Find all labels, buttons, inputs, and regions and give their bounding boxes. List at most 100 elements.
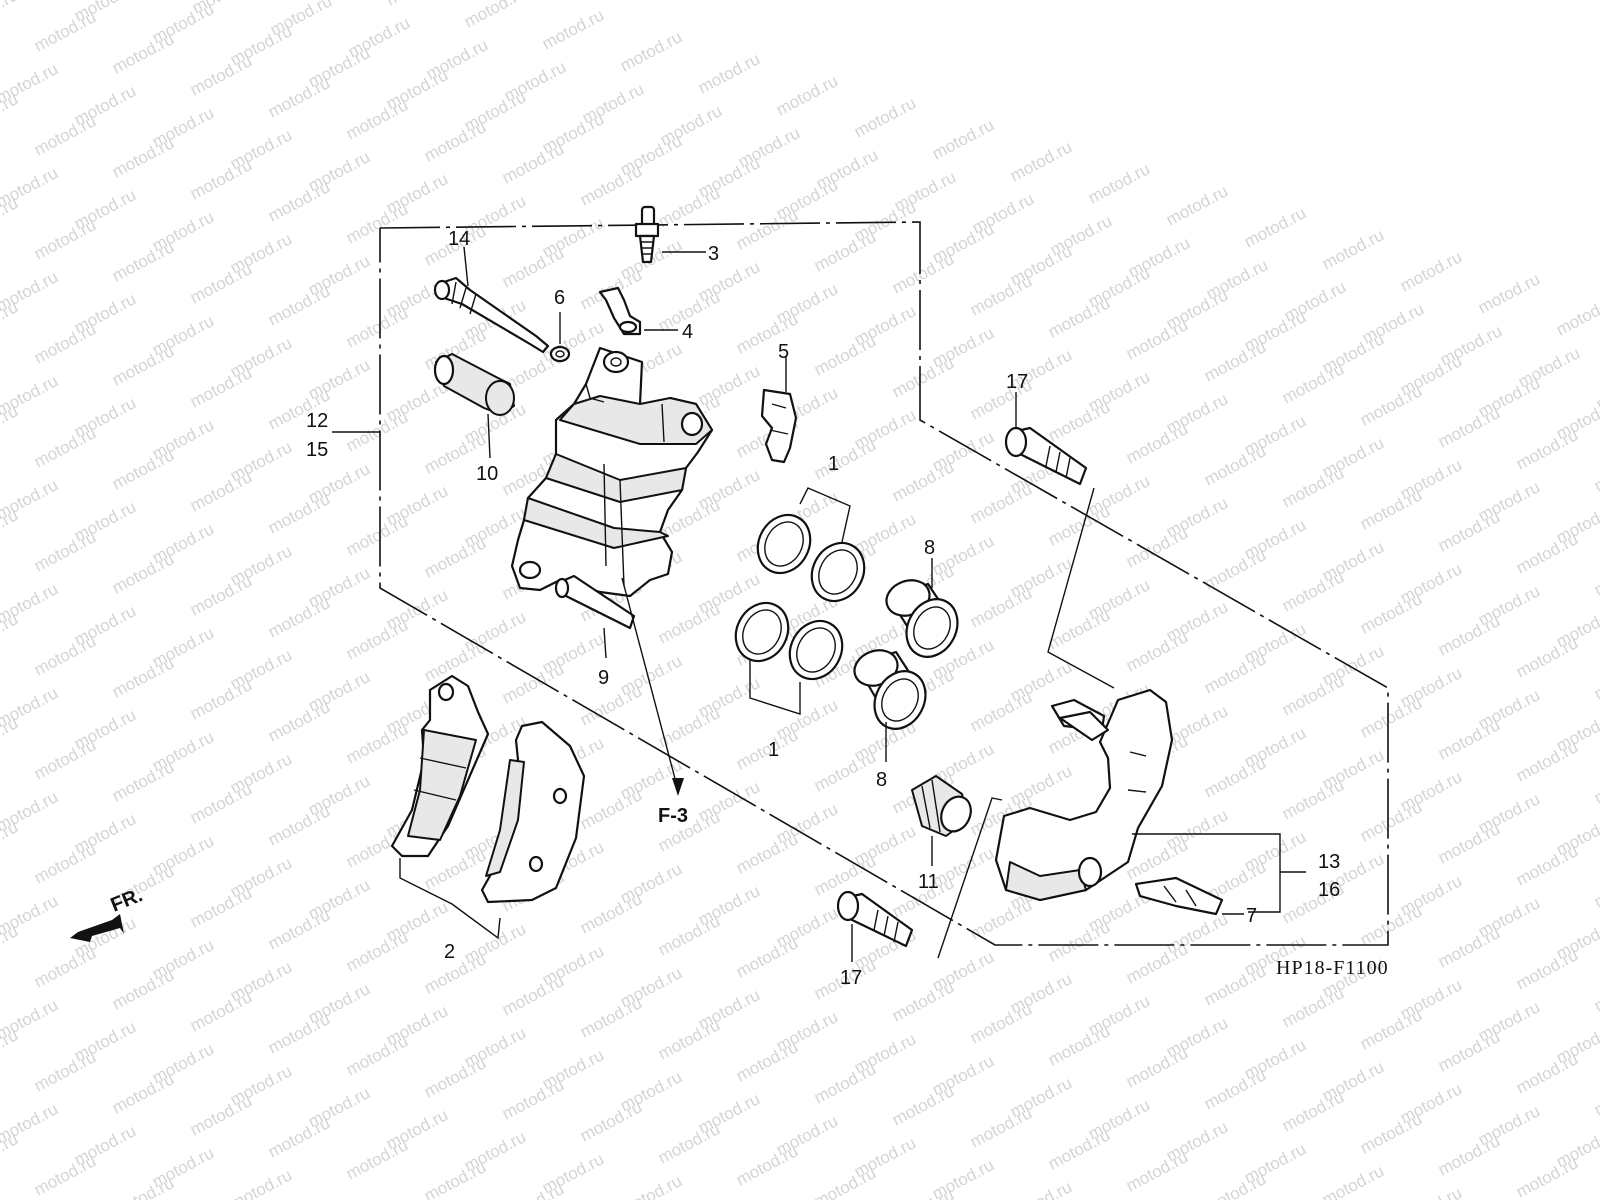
watermark-text: motod.ru xyxy=(1357,901,1425,949)
watermark-text: motod.ru xyxy=(1513,633,1581,681)
watermark-text: motod.ru xyxy=(187,259,255,307)
reference-arrowhead xyxy=(672,778,684,796)
watermark-text: motod.ru xyxy=(265,697,333,745)
watermark-text: motod.ru xyxy=(1357,1005,1425,1053)
watermark-text: motod.ru xyxy=(343,927,411,975)
watermark-text: motod.ru xyxy=(31,1047,99,1095)
watermark-text: motod.ru xyxy=(499,1179,567,1200)
watermark-text: motod.ru xyxy=(187,883,255,931)
watermark-text: motod.ru xyxy=(1513,945,1581,993)
callout-15: 15 xyxy=(306,439,328,461)
watermark-text: motod.ru xyxy=(577,889,645,937)
watermark-text: motod.ru xyxy=(421,1053,489,1101)
watermark-text: motod.ru xyxy=(1591,967,1600,1015)
watermark-text: motod.ru xyxy=(851,93,919,141)
watermark-text: motod.ru xyxy=(1201,649,1269,697)
callout-7: 7 xyxy=(1246,905,1257,927)
watermark-text: motod.ru xyxy=(265,281,333,329)
watermark-text: motod.ru xyxy=(1591,1071,1600,1119)
watermark-text: motod.ru xyxy=(109,237,177,285)
watermark-text: motod.ru xyxy=(967,1103,1035,1151)
leader-17-bottom xyxy=(937,797,1003,959)
watermark-text: motod.ru xyxy=(889,249,957,297)
watermark-text: motod.ru xyxy=(187,467,255,515)
watermark-text: motod.ru xyxy=(1553,291,1600,339)
watermark-text: motod.ru xyxy=(1201,1169,1269,1200)
watermark-text: motod.ru xyxy=(343,511,411,559)
watermark-text: motod.ru xyxy=(31,943,99,991)
watermark-text: motod.ru xyxy=(1123,315,1191,363)
watermark-text: motod.ru xyxy=(967,687,1035,735)
watermark-text: motod.ru xyxy=(889,457,957,505)
brake-pads xyxy=(390,674,586,940)
reference-label: F-3 xyxy=(658,805,688,827)
watermark-text: motod.ru xyxy=(655,703,723,751)
pad-spring xyxy=(760,356,798,464)
watermark-text: motod.ru xyxy=(109,549,177,597)
watermark-text: motod.ru xyxy=(695,49,763,97)
leader-17-top xyxy=(1047,487,1115,689)
callout-17-top: 17 xyxy=(1006,371,1028,393)
bracket-bolt-bottom xyxy=(836,890,914,962)
watermark-text: motod.ru xyxy=(733,1141,801,1189)
watermark-text: motod.ru xyxy=(889,353,957,401)
watermark-text: motod.ru xyxy=(187,675,255,723)
watermark-text: motod.ru xyxy=(1513,1049,1581,1097)
watermark-text: motod.ru xyxy=(187,987,255,1035)
assembly-boundary xyxy=(379,221,1389,946)
callout-11: 11 xyxy=(918,871,939,893)
watermark-text: motod.ru xyxy=(499,243,567,291)
watermark-text: motod.ru xyxy=(31,631,99,679)
watermark-text: motod.ru xyxy=(733,205,801,253)
watermark-text: motod.ru xyxy=(343,1135,411,1183)
watermark-text: motod.ru xyxy=(967,583,1035,631)
watermark-text: motod.ru xyxy=(1591,655,1600,703)
watermark-text: motod.ru xyxy=(1591,551,1600,599)
reference-leader xyxy=(621,577,679,791)
watermark-text: motod.ru xyxy=(1435,507,1503,555)
watermark-text: motod.ru xyxy=(109,653,177,701)
watermark-text: motod.ru xyxy=(1435,403,1503,451)
watermark-text: motod.ru xyxy=(265,593,333,641)
watermark-text: motod.ru xyxy=(1435,1027,1503,1075)
watermark-text: motod.ru xyxy=(811,435,879,483)
watermark-text: motod.ru xyxy=(1201,1065,1269,1113)
watermark-text: motod.ru xyxy=(0,0,21,34)
watermark-text: motod.ru xyxy=(31,423,99,471)
watermark-text: motod.ru xyxy=(343,199,411,247)
watermark-text: motod.ru xyxy=(1123,1147,1191,1195)
watermark-text: motod.ru xyxy=(343,303,411,351)
watermark-text: motod.ru xyxy=(811,1059,879,1107)
watermark-text: motod.ru xyxy=(1397,1183,1465,1200)
watermark-text: motod.ru xyxy=(967,895,1035,943)
watermark-text: motod.ru xyxy=(577,785,645,833)
watermark-text: motod.ru xyxy=(1007,1177,1075,1200)
watermark-text: motod.ru xyxy=(343,95,411,143)
front-direction-arrow xyxy=(70,914,124,942)
watermark-text: motod.ru xyxy=(1357,693,1425,741)
watermark-text: motod.ru xyxy=(1123,523,1191,571)
watermark-text: motod.ru xyxy=(1279,671,1347,719)
watermark-text: motod.ru xyxy=(499,971,567,1019)
watermark-text: motod.ru xyxy=(1435,1131,1503,1179)
watermark-text: motod.ru xyxy=(343,719,411,767)
watermark-text: motod.ru xyxy=(499,1075,567,1123)
watermark-text: motod.ru xyxy=(109,133,177,181)
watermark-text: motod.ru xyxy=(733,829,801,877)
pin-bolt xyxy=(433,246,550,354)
watermark-text: motod.ru xyxy=(31,215,99,263)
watermark-text: motod.ru xyxy=(1279,775,1347,823)
watermark-text: motod.ru xyxy=(109,1173,177,1200)
piston-seals xyxy=(734,487,866,715)
watermark-text: motod.ru xyxy=(265,1113,333,1161)
watermark-text: motod.ru xyxy=(929,115,997,163)
assembly-outline xyxy=(332,221,1389,959)
watermark-text: motod.ru xyxy=(265,73,333,121)
watermark-text: motod.ru xyxy=(109,1069,177,1117)
watermark-text: motod.ru xyxy=(31,527,99,575)
callout-10: 10 xyxy=(476,463,498,485)
watermark-text: motod.ru xyxy=(655,599,723,647)
watermark-text: motod.ru xyxy=(1357,1109,1425,1157)
watermark-text: motod.ru xyxy=(733,1037,801,1085)
watermark-text: motod.ru xyxy=(967,271,1035,319)
